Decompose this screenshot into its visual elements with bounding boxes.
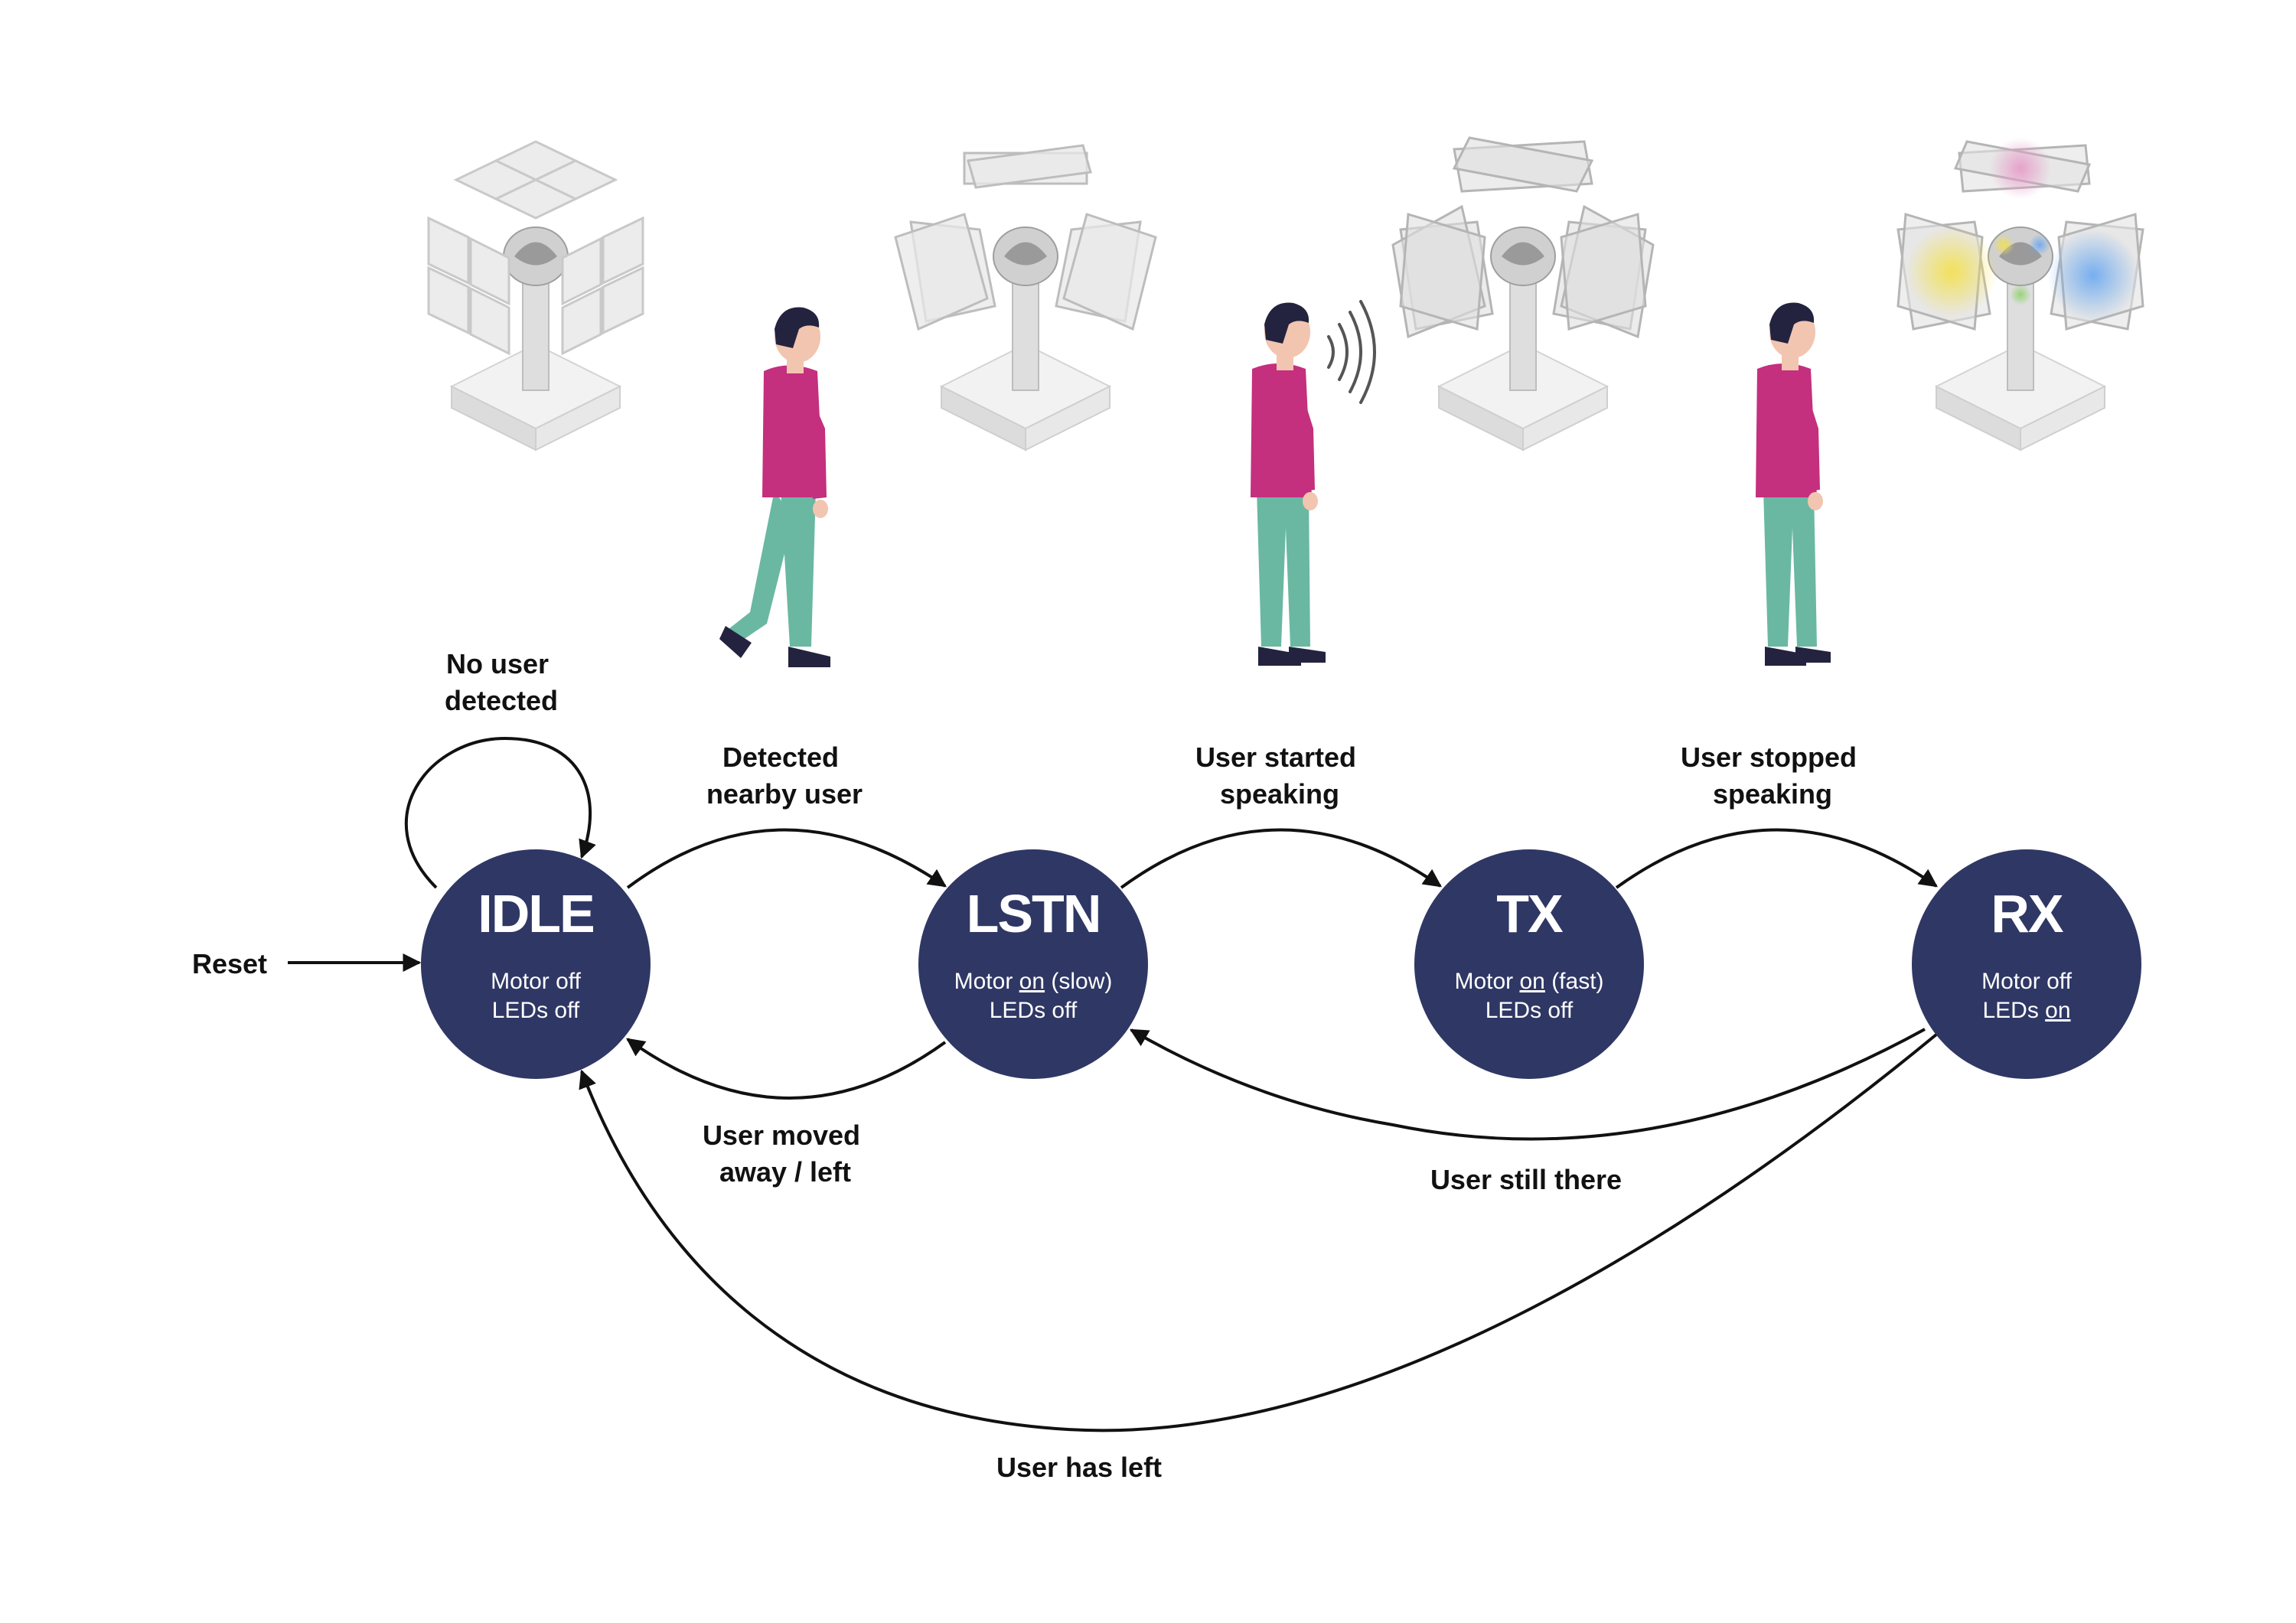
state-lstn-circle: [918, 849, 1148, 1079]
state-lstn-motor: Motor on (slow): [954, 969, 1113, 994]
state-rx-circle: [1912, 849, 2141, 1079]
device-rx: [1896, 138, 2144, 451]
edge-lstn-idle: [626, 1038, 947, 1100]
sound-waves-icon: [1327, 300, 1376, 404]
label-no-user-detected: No user detected: [445, 648, 558, 716]
person-walking: [719, 307, 830, 667]
label-user-still-there: User still there: [1430, 1164, 1622, 1195]
state-tx-name: TX: [1496, 884, 1564, 943]
edge-idle-lstn: [626, 828, 947, 889]
state-rx: RX Motor off LEDs on: [1912, 849, 2141, 1079]
edge-lstn-tx: [1120, 828, 1442, 889]
state-rx-name: RX: [1991, 884, 2064, 943]
state-lstn-leds: LEDs off: [990, 998, 1078, 1023]
state-idle: IDLE Motor off LEDs off: [421, 849, 651, 1079]
edge-idle-self-loop: [404, 736, 596, 889]
label-reset: Reset: [192, 948, 267, 979]
edge-rx-idle: [579, 1033, 1938, 1432]
person-speaking: [1251, 302, 1326, 666]
state-lstn-name: LSTN: [967, 884, 1101, 943]
state-idle-circle: [421, 849, 651, 1079]
state-rx-leds: LEDs on: [1982, 998, 2070, 1023]
state-tx-circle: [1414, 849, 1644, 1079]
state-tx-leds: LEDs off: [1486, 998, 1574, 1023]
state-tx: TX Motor on (fast) LEDs off: [1414, 849, 1644, 1079]
label-user-stopped-speaking: User stopped speaking: [1681, 741, 1864, 810]
state-lstn: LSTN Motor on (slow) LEDs off: [918, 849, 1148, 1079]
state-idle-motor: Motor off: [491, 969, 581, 994]
label-detected-nearby-user: Detected nearby user: [706, 741, 863, 810]
label-user-moved-away: User moved away / left: [703, 1119, 868, 1188]
label-user-has-left: User has left: [996, 1452, 1162, 1483]
state-tx-motor: Motor on (fast): [1454, 969, 1603, 994]
label-user-started-speaking: User started speaking: [1195, 741, 1364, 810]
state-idle-leds: LEDs off: [492, 998, 580, 1023]
state-idle-name: IDLE: [478, 884, 593, 943]
device-idle: [427, 140, 644, 451]
person-standing: [1756, 302, 1831, 666]
state-rx-motor: Motor off: [1981, 969, 2072, 994]
device-tx: [1391, 136, 1655, 451]
device-lstn: [894, 144, 1157, 451]
edge-tx-rx: [1615, 828, 1938, 889]
edge-rx-lstn: [1129, 1028, 1926, 1141]
